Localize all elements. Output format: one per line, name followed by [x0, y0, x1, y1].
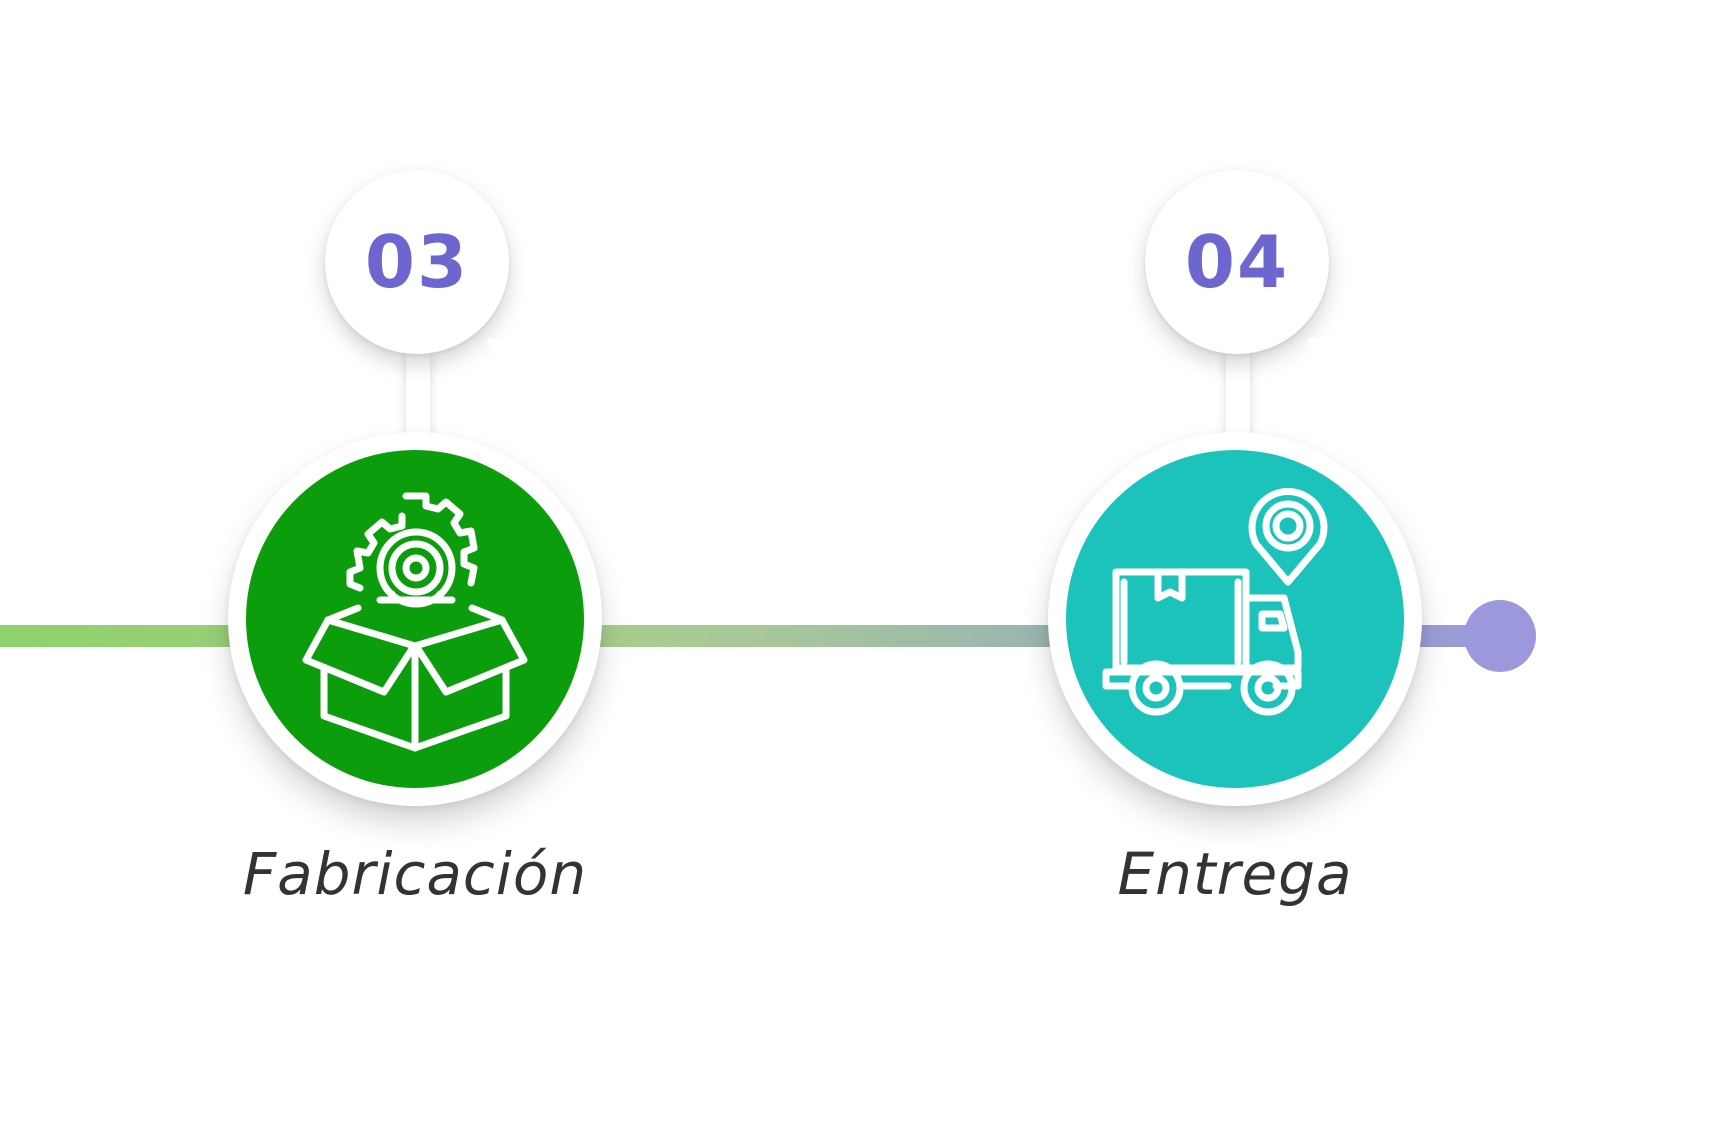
step-label: Fabricación [242, 840, 588, 908]
delivery-truck-location-icon [1102, 488, 1328, 716]
gear-box-icon [302, 492, 528, 752]
step-icon-disc [246, 450, 584, 788]
step-icon-disc [1066, 450, 1404, 788]
step-label: Entrega [1117, 840, 1353, 908]
step-03: 03 Fab [225, 170, 605, 908]
step-04: 04 [1045, 170, 1425, 908]
step-connector [1226, 350, 1250, 440]
step-number-bubble: 04 [1145, 170, 1368, 362]
step-icon-ring [228, 432, 602, 806]
timeline-end-dot [1464, 600, 1536, 672]
step-connector [406, 350, 430, 440]
step-icon-ring [1048, 432, 1422, 806]
step-number: 04 [1184, 220, 1290, 304]
step-number-bubble: 03 [325, 170, 548, 362]
step-number: 03 [364, 220, 470, 304]
